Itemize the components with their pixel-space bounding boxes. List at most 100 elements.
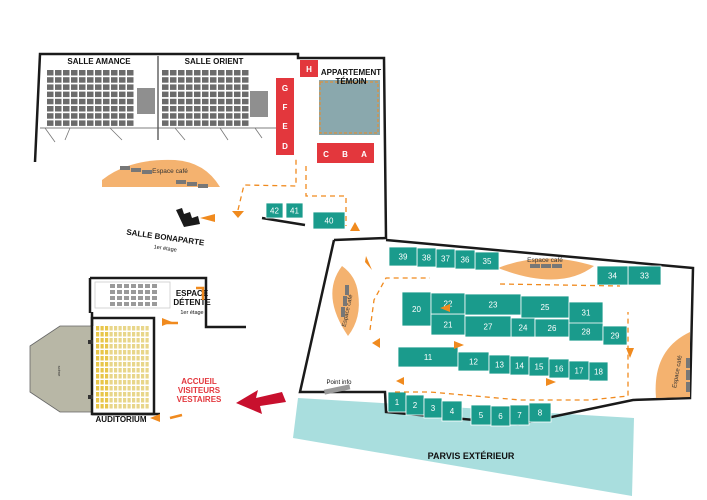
svg-text:C: C <box>323 150 329 159</box>
stand-h[interactable]: H <box>300 60 318 77</box>
stand-1-label: 1 <box>395 398 400 407</box>
stand-11[interactable]: 11 <box>397 346 459 368</box>
stand-39-label: 39 <box>399 253 408 262</box>
stand-f[interactable]: F <box>276 97 294 116</box>
stand-c[interactable]: C <box>317 143 336 163</box>
stand-41-label: 41 <box>290 207 299 216</box>
stand-39[interactable]: 39 <box>388 246 418 267</box>
svg-text:F: F <box>283 103 288 112</box>
stand-6[interactable]: 6 <box>490 405 511 427</box>
stand-23-label: 23 <box>489 301 498 310</box>
visitor-route <box>237 158 629 401</box>
stand-36[interactable]: 36 <box>454 249 476 270</box>
svg-text:Espace café: Espace café <box>527 257 563 264</box>
cafe-left: Espace café <box>332 266 359 336</box>
stand-1[interactable]: 1 <box>387 391 407 413</box>
auditorium-arrow <box>169 413 183 420</box>
detente-floor: 1er étage <box>180 310 203 316</box>
stand-24[interactable]: 24 <box>510 317 536 338</box>
svg-text:G: G <box>282 84 288 93</box>
svg-text:E: E <box>282 122 288 131</box>
stand-40[interactable]: 40 <box>312 211 346 230</box>
stand-26-label: 26 <box>548 324 557 333</box>
cafe-top-left: Espace café <box>102 159 220 188</box>
stand-16[interactable]: 16 <box>548 358 570 379</box>
stand-15-label: 15 <box>535 363 544 372</box>
direction-arrows <box>150 211 634 422</box>
accueil-label-3: VESTAIRES <box>177 395 222 404</box>
stand-40-label: 40 <box>325 217 334 226</box>
stand-42[interactable]: 42 <box>265 202 284 219</box>
svg-text:Espace café: Espace café <box>152 168 188 175</box>
cafe-top: Espace café <box>498 257 594 280</box>
stand-34[interactable]: 34 <box>596 265 629 286</box>
stand-27[interactable]: 27 <box>464 315 512 338</box>
stand-4-label: 4 <box>450 407 455 416</box>
svg-text:D: D <box>282 142 288 151</box>
stand-g[interactable]: G <box>276 78 294 97</box>
stand-13[interactable]: 13 <box>488 354 511 375</box>
stand-b[interactable]: B <box>336 143 355 163</box>
stand-12[interactable]: 12 <box>457 351 490 372</box>
svg-text:B: B <box>342 150 348 159</box>
stand-21-label: 21 <box>444 321 453 330</box>
stand-2-label: 2 <box>413 401 418 410</box>
stand-23[interactable]: 23 <box>464 293 522 316</box>
parvis-label: PARVIS EXTÉRIEUR <box>428 451 515 461</box>
stand-12-label: 12 <box>469 358 478 367</box>
stand-38-label: 38 <box>422 254 431 263</box>
svg-text:Espace café: Espace café <box>672 354 684 388</box>
stand-4[interactable]: 4 <box>441 400 463 422</box>
entrance-arrow-icon <box>236 390 286 414</box>
stand-33[interactable]: 33 <box>627 265 662 286</box>
stand-18[interactable]: 18 <box>588 361 609 382</box>
stand-e[interactable]: E <box>276 116 294 135</box>
stand-14[interactable]: 14 <box>509 355 530 376</box>
stand-29[interactable]: 29 <box>602 325 628 346</box>
stand-25[interactable]: 25 <box>520 295 570 319</box>
stand-d[interactable]: D <box>276 135 294 155</box>
stand-28[interactable]: 28 <box>568 321 604 342</box>
stand-11-label: 11 <box>424 353 433 362</box>
stand-8[interactable]: 8 <box>528 402 552 423</box>
stand-35-label: 35 <box>483 257 492 266</box>
salle-orient-label: SALLE ORIENT <box>185 57 244 66</box>
stand-24-label: 24 <box>519 324 528 333</box>
salle-orient: SALLE ORIENT <box>162 57 268 126</box>
stand-8-label: 8 <box>538 409 543 418</box>
stand-17[interactable]: 17 <box>568 360 590 381</box>
stand-13-label: 13 <box>495 361 504 370</box>
stand-31[interactable]: 31 <box>568 301 604 324</box>
point-info-desk <box>323 384 351 395</box>
stand-38[interactable]: 38 <box>416 247 437 268</box>
stand-5[interactable]: 5 <box>470 404 492 426</box>
stand-2[interactable]: 2 <box>405 394 425 416</box>
espace-detente: ESPACE DÉTENTE 1er étage <box>94 281 211 316</box>
stand-35[interactable]: 35 <box>474 251 500 271</box>
stand-28-label: 28 <box>582 328 591 337</box>
stand-3-label: 3 <box>431 404 436 413</box>
stand-29-label: 29 <box>611 332 620 341</box>
stand-20[interactable]: 20 <box>401 291 432 327</box>
stand-41[interactable]: 41 <box>285 202 304 219</box>
stand-26[interactable]: 26 <box>534 318 570 338</box>
stand-3[interactable]: 3 <box>423 397 443 419</box>
salle-bonaparte-floor: 1er étage <box>153 244 177 253</box>
cafe-right: Espace café <box>655 332 690 398</box>
stand-36-label: 36 <box>461 256 470 265</box>
stand-37[interactable]: 37 <box>435 248 456 269</box>
appartement-label-2: TÉMOIN <box>335 77 366 86</box>
stand-21[interactable]: 21 <box>430 313 466 336</box>
stairs-icon <box>176 208 200 227</box>
detente-label: ESPACE <box>176 289 209 298</box>
stand-31-label: 31 <box>582 309 591 318</box>
stand-a[interactable]: A <box>355 143 374 163</box>
auditorium-label: AUDITORIUM <box>96 415 147 424</box>
stand-15[interactable]: 15 <box>528 356 550 377</box>
salle-amance-label: SALLE AMANCE <box>67 57 131 66</box>
auditorium: scène AUDITORIUM <box>29 316 156 424</box>
stand-7[interactable]: 7 <box>509 404 530 426</box>
